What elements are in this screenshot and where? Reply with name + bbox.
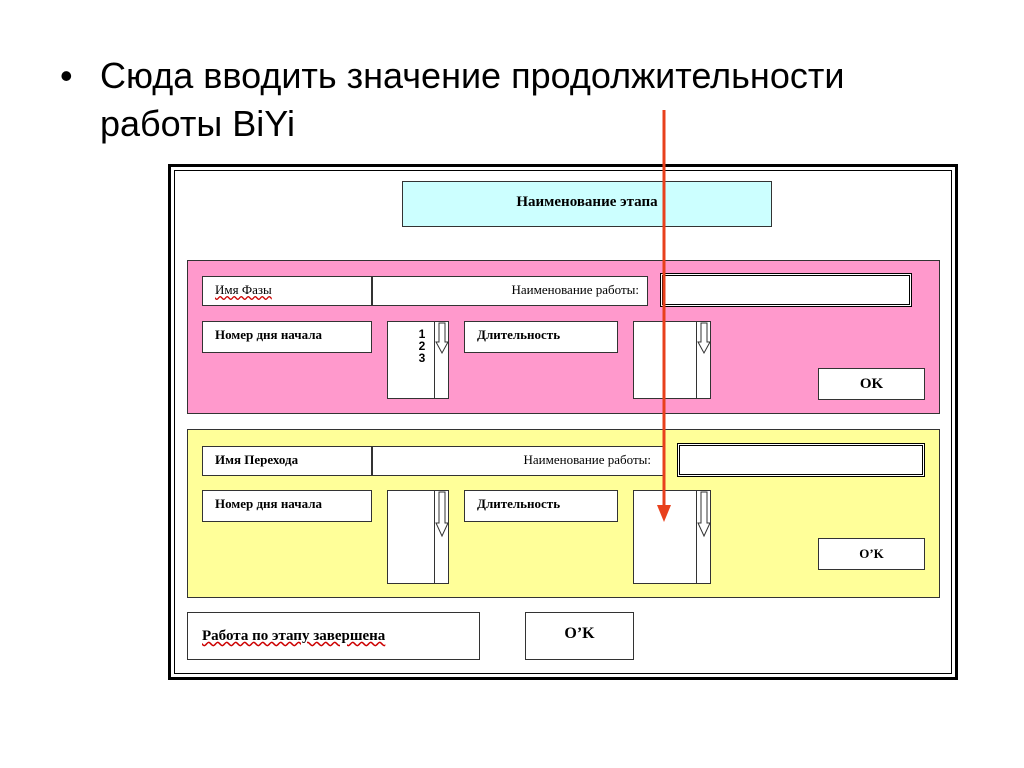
phase-duration-label: Длительность	[464, 321, 618, 353]
start-day-item[interactable]: 2	[418, 339, 426, 353]
phase-duration-scrollbar[interactable]	[696, 322, 711, 398]
phase-name-text: Имя Фазы	[215, 282, 272, 297]
scroll-down-arrow-icon[interactable]	[697, 322, 711, 356]
dialog-frame-inner	[174, 170, 952, 674]
stage-title-field[interactable]: Наименование этапа	[402, 181, 772, 227]
transition-start-day-list[interactable]	[387, 490, 449, 584]
phase-ok-button[interactable]: OK	[818, 368, 925, 400]
transition-duration-list[interactable]	[633, 490, 711, 584]
phase-duration-list[interactable]	[633, 321, 711, 399]
transition-name-label: Имя Перехода	[202, 446, 372, 476]
phase-name-label: Имя Фазы	[202, 276, 372, 306]
transition-duration-label: Длительность	[464, 490, 618, 522]
phase-start-day-scrollbar[interactable]	[434, 322, 449, 398]
transition-ok-button[interactable]: O’K	[818, 538, 925, 570]
scroll-down-arrow-icon[interactable]	[435, 491, 449, 539]
bullet-marker: •	[60, 55, 73, 96]
transition-start-day-scrollbar[interactable]	[434, 491, 449, 583]
scroll-down-arrow-icon[interactable]	[697, 491, 711, 539]
stage-complete-button[interactable]: Работа по этапу завершена	[187, 612, 480, 660]
transition-start-day-label: Номер дня начала	[202, 490, 372, 522]
phase-start-day-list[interactable]: 1 2 3	[387, 321, 449, 399]
transition-duration-scrollbar[interactable]	[696, 491, 711, 583]
start-day-items: 1 2 3	[416, 328, 428, 364]
transition-work-name-input[interactable]	[677, 443, 925, 477]
bullet-text: Сюда вводить значение продолжительности …	[100, 55, 845, 144]
start-day-item[interactable]: 3	[418, 351, 426, 365]
phase-work-name-label: Наименование работы:	[372, 276, 648, 306]
phase-start-day-label: Номер дня начала	[202, 321, 372, 353]
dialog-frame	[168, 164, 958, 680]
final-ok-button[interactable]: O’K	[525, 612, 634, 660]
start-day-item[interactable]: 1	[418, 327, 426, 341]
stage-complete-label: Работа по этапу завершена	[202, 628, 386, 644]
phase-work-name-input[interactable]	[660, 273, 912, 307]
scroll-down-arrow-icon[interactable]	[435, 322, 449, 356]
transition-work-name-label: Наименование работы:	[372, 446, 664, 476]
